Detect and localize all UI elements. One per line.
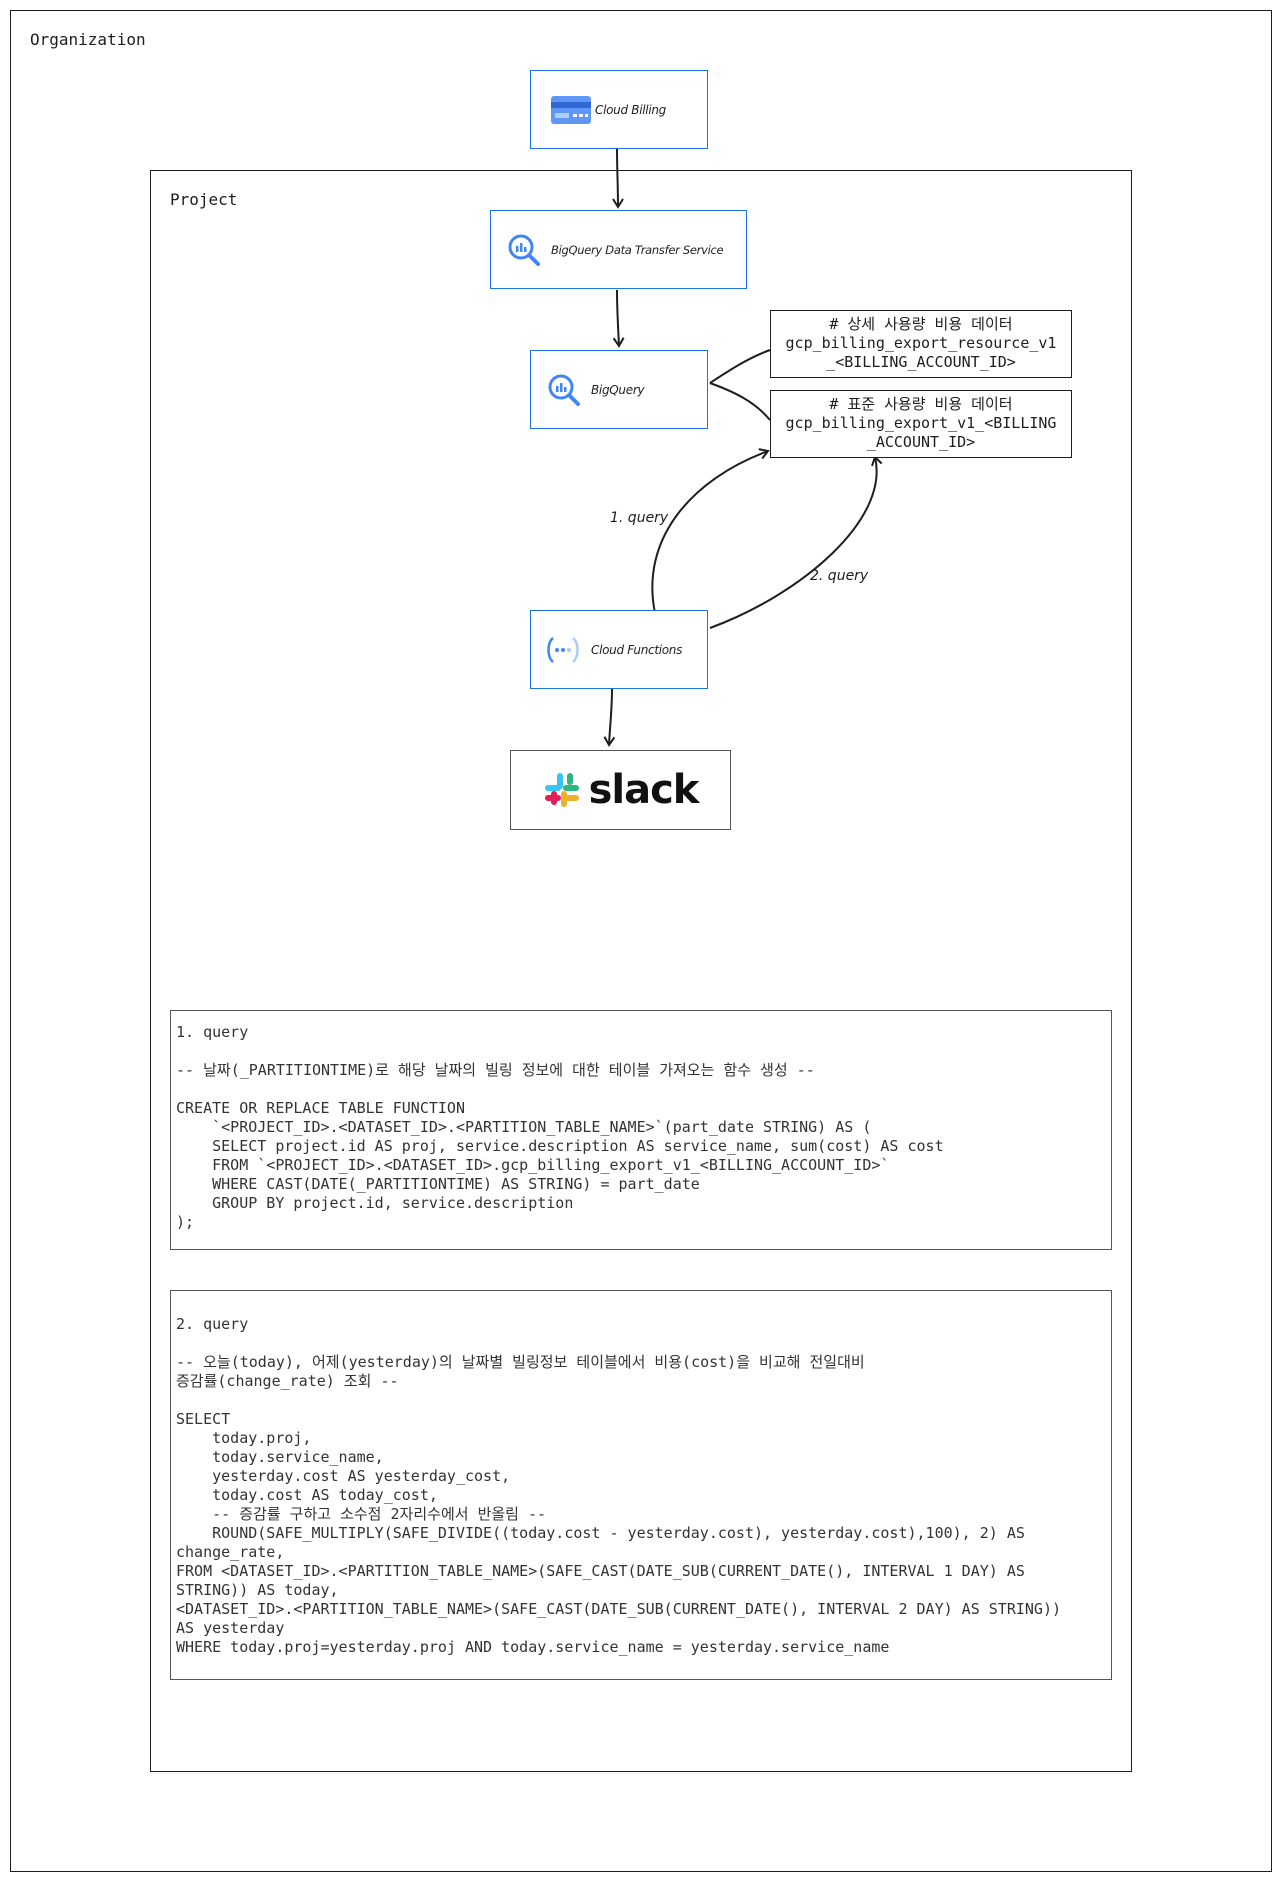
arrow-billing-to-transfer [612,148,624,209]
cloud-functions-icon [547,636,579,663]
project-label: Project [170,190,238,209]
arrow-transfer-to-bigquery [612,289,625,348]
cloud-billing-label: Cloud Billing [595,102,666,117]
bigquery-node[interactable]: BigQuery [530,350,708,429]
arrow-functions-to-slack [603,688,616,747]
resource-cost-table[interactable]: # 상세 사용량 비용 데이터 gcp_billing_export_resou… [770,310,1072,378]
standard-cost-table[interactable]: # 표준 사용량 비용 데이터 gcp_billing_export_v1_<B… [770,390,1072,458]
bigquery-icon [548,374,580,406]
arrow-query1 [651,448,770,614]
cloud-functions-label: Cloud Functions [591,642,683,657]
credit-card-icon [551,95,591,124]
query2-edge-label: 2. query [810,568,869,584]
slack-wordmark: slack [588,767,700,813]
bigquery-transfer-service-node[interactable]: BigQuery Data Transfer Service [490,210,747,289]
arrow-query2 [709,455,883,629]
bigquery-icon [508,234,540,266]
slack-node[interactable]: slack [510,750,731,830]
line-bigquery-to-standard-table [709,382,771,421]
organization-label: Organization [30,30,146,49]
project-frame [150,170,1132,1772]
bigquery-label: BigQuery [591,382,645,397]
query1-edge-label: 1. query [610,510,669,526]
organization-frame [10,10,1272,1872]
line-bigquery-to-resource-table [709,349,771,384]
transfer-service-label: BigQuery Data Transfer Service [551,242,724,257]
query2-code-block: 2. query -- 오늘(today), 어제(yesterday)의 날짜… [170,1290,1112,1680]
cloud-functions-node[interactable]: Cloud Functions [530,610,708,689]
slack-logo-icon [544,773,579,807]
cloud-billing-node[interactable]: Cloud Billing [530,70,708,149]
query1-code-block: 1. query -- 날짜(_PARTITIONTIME)로 해당 날짜의 빌… [170,1010,1112,1250]
